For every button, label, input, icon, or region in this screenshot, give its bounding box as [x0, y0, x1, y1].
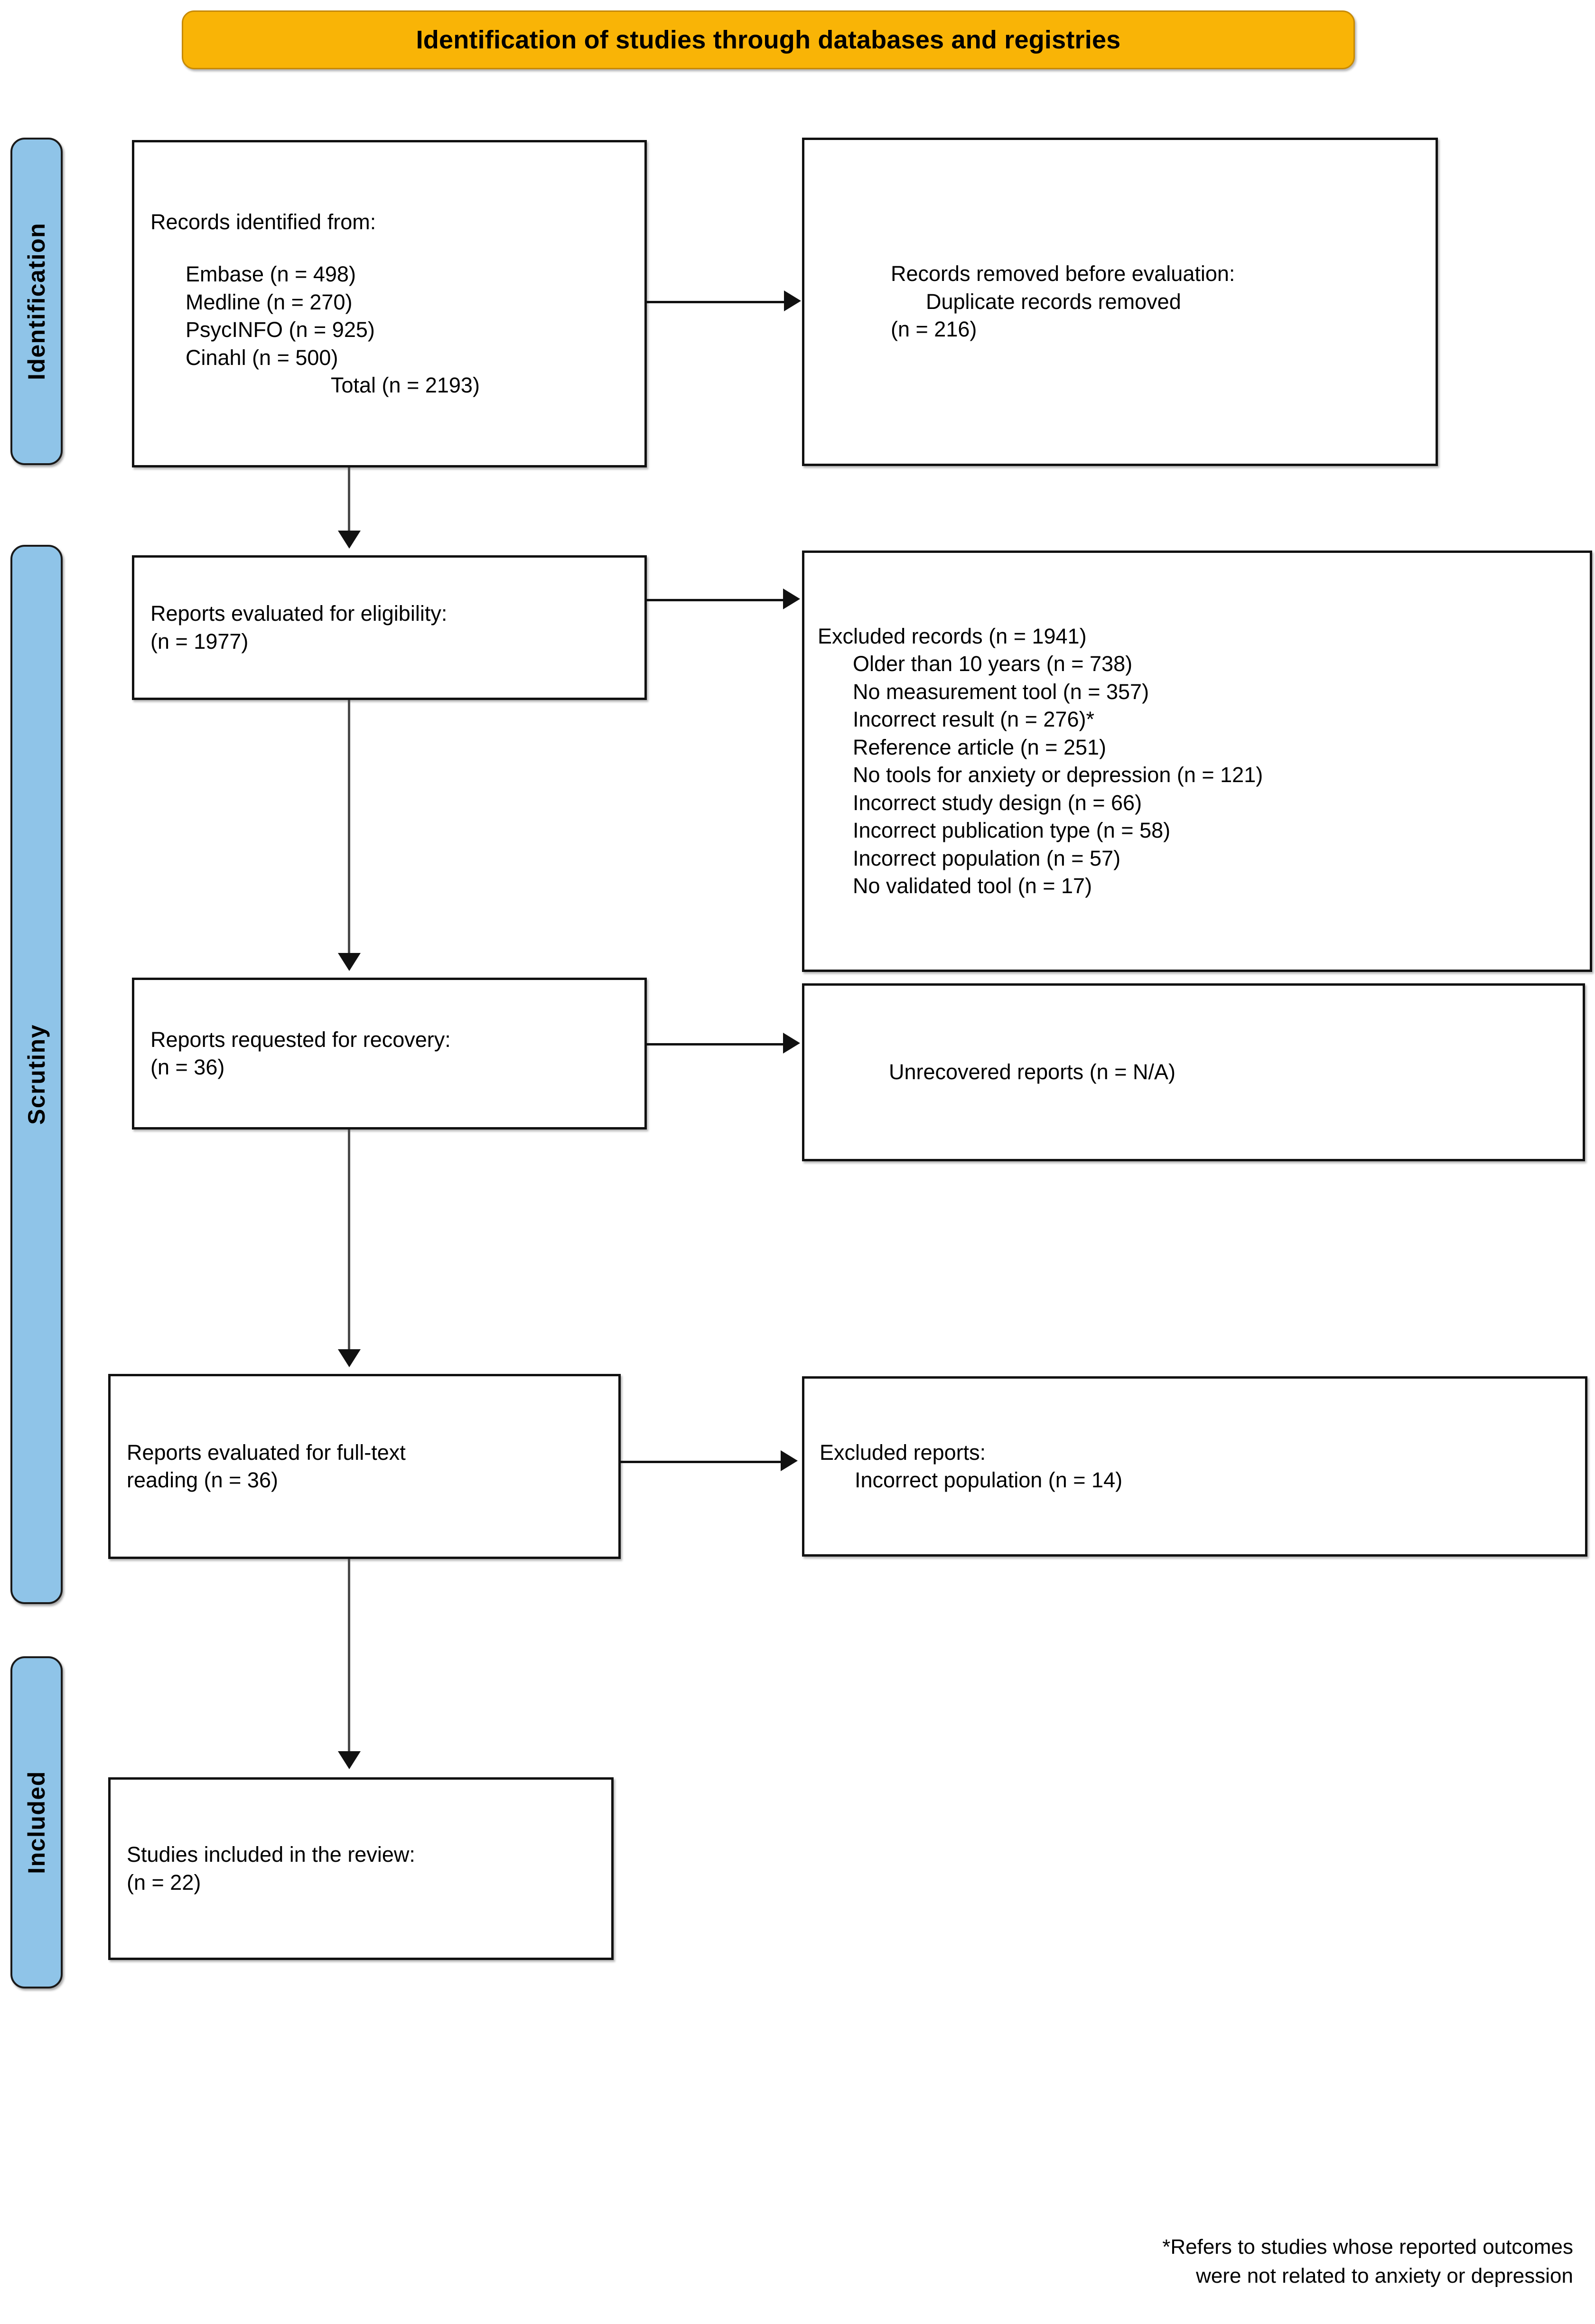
source-total: Total (n = 2193)	[331, 373, 480, 397]
exclusion-reason-incorrect-population: Incorrect population (n = 57)	[853, 846, 1121, 870]
arrow-down-icon	[338, 531, 361, 549]
box-reports-recovery-body: Reports requested for recovery: (n = 36)	[134, 1026, 644, 1082]
source-psycinfo: PsycINFO (n = 925)	[186, 317, 375, 342]
excluded-reports-heading: Excluded reports:	[820, 1440, 986, 1465]
fulltext-heading: Reports evaluated for full-text	[127, 1440, 406, 1465]
exclusion-reason-no-measurement-tool: No measurement tool (n = 357)	[853, 679, 1149, 704]
stage-label-identification-text: Identification	[23, 222, 50, 381]
box-excluded-reports-body: Excluded reports: Incorrect population (…	[804, 1439, 1585, 1494]
stage-label-identification: Identification	[10, 138, 63, 465]
box-unrecovered-body: Unrecovered reports (n = N/A)	[804, 1058, 1583, 1086]
box-fulltext-body: Reports evaluated for full-text reading …	[111, 1439, 618, 1494]
included-studies-heading: Studies included in the review:	[127, 1842, 415, 1867]
spacer	[150, 236, 628, 261]
stage-label-scrutiny-text: Scrutiny	[23, 1024, 50, 1125]
box-excluded-records: Excluded records (n = 1941) Older than 1…	[802, 551, 1592, 972]
source-embase: Embase (n = 498)	[186, 262, 356, 286]
reports-eligible-count: (n = 1977)	[150, 629, 249, 653]
box-records-removed-body: Records removed before evaluation: Dupli…	[804, 260, 1436, 344]
box-records-removed: Records removed before evaluation: Dupli…	[802, 138, 1438, 466]
arrow-right-icon	[783, 1033, 800, 1054]
records-removed-count: (n = 216)	[891, 317, 977, 342]
footnote-line-1: *Refers to studies whose reported outcom…	[1162, 2235, 1573, 2259]
connector-fulltext-to-excluded-reports	[621, 1461, 782, 1463]
diagram-header-banner: Identification of studies through databa…	[182, 10, 1355, 69]
reports-recovery-heading: Reports requested for recovery:	[150, 1027, 451, 1052]
connector-eligible-to-excluded-records	[647, 599, 784, 601]
box-excluded-reports: Excluded reports: Incorrect population (…	[802, 1376, 1587, 1557]
stage-label-included-text: Included	[23, 1771, 50, 1874]
exclusion-reason-reference-article: Reference article (n = 251)	[853, 735, 1107, 759]
box-unrecovered-reports: Unrecovered reports (n = N/A)	[802, 983, 1585, 1161]
box-excluded-records-body: Excluded records (n = 1941) Older than 1…	[804, 623, 1590, 900]
source-medline: Medline (n = 270)	[186, 289, 353, 314]
exclusion-reason-no-validated-tool: No validated tool (n = 17)	[853, 874, 1092, 898]
exclusion-reason-incorrect-publication-type: Incorrect publication type (n = 58)	[853, 818, 1171, 842]
arrow-down-icon	[338, 953, 361, 971]
box-reports-evaluated-eligibility: Reports evaluated for eligibility: (n = …	[132, 555, 647, 700]
excluded-records-heading: Excluded records (n = 1941)	[818, 624, 1087, 648]
box-reports-requested-recovery: Reports requested for recovery: (n = 36)	[132, 978, 647, 1129]
footnote-line-2: were not related to anxiety or depressio…	[1196, 2264, 1573, 2287]
excluded-reports-reason-incorrect-population: Incorrect population (n = 14)	[855, 1468, 1123, 1492]
connector-recovery-to-unrecovered	[647, 1043, 784, 1045]
page-title: Identification of studies through databa…	[416, 26, 1121, 54]
stage-label-scrutiny: Scrutiny	[10, 545, 63, 1604]
records-removed-duplicate: Duplicate records removed	[926, 289, 1181, 314]
records-identified-heading: Records identified from:	[150, 209, 376, 234]
stage-label-included: Included	[10, 1656, 63, 1988]
box-reports-evaluated-fulltext: Reports evaluated for full-text reading …	[108, 1374, 621, 1559]
reports-recovery-count: (n = 36)	[150, 1055, 225, 1079]
connector-fulltext-to-included	[348, 1559, 350, 1755]
arrow-down-icon	[338, 1349, 361, 1367]
footnote: *Refers to studies whose reported outcom…	[961, 2233, 1573, 2290]
box-studies-included: Studies included in the review: (n = 22)	[108, 1777, 614, 1960]
arrow-down-icon	[338, 1751, 361, 1769]
source-cinahl: Cinahl (n = 500)	[186, 345, 338, 370]
connector-identified-to-removed	[647, 301, 785, 303]
connector-eligible-to-recovery	[348, 700, 350, 956]
exclusion-reason-incorrect-study-design: Incorrect study design (n = 66)	[853, 790, 1142, 815]
box-records-identified-body: Records identified from: Embase (n = 498…	[134, 208, 644, 400]
box-reports-eligible-body: Reports evaluated for eligibility: (n = …	[134, 600, 644, 655]
unrecovered-reports-text: Unrecovered reports (n = N/A)	[889, 1060, 1175, 1084]
connector-recovery-to-fulltext	[348, 1129, 350, 1353]
box-included-studies-body: Studies included in the review: (n = 22)	[111, 1841, 611, 1896]
reports-eligible-heading: Reports evaluated for eligibility:	[150, 601, 448, 625]
records-removed-heading: Records removed before evaluation:	[891, 261, 1235, 286]
box-records-identified: Records identified from: Embase (n = 498…	[132, 140, 647, 467]
exclusion-reason-older-than-10-years: Older than 10 years (n = 738)	[853, 652, 1133, 676]
arrow-right-icon	[781, 1450, 798, 1471]
arrow-right-icon	[783, 588, 800, 609]
included-studies-count: (n = 22)	[127, 1870, 201, 1895]
exclusion-reason-no-tools-anxiety-depression: No tools for anxiety or depression (n = …	[853, 763, 1263, 787]
arrow-right-icon	[784, 290, 801, 311]
exclusion-reason-incorrect-result: Incorrect result (n = 276)*	[853, 707, 1094, 731]
fulltext-count: reading (n = 36)	[127, 1468, 278, 1492]
connector-identified-to-eligible	[348, 467, 350, 534]
